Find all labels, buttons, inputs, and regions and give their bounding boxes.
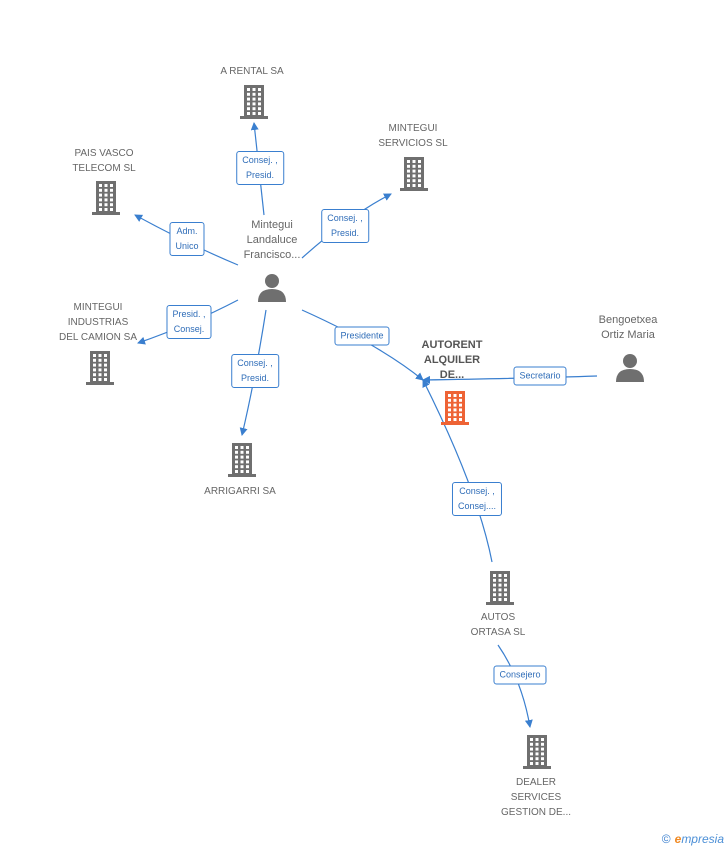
building-icon[interactable] (523, 735, 551, 769)
node-label-line: ORTASA SL (470, 627, 526, 638)
node-label-line: DEALER (515, 777, 557, 788)
building-icon[interactable] (86, 351, 114, 385)
edge-label-line: Adm. (176, 226, 198, 236)
node-label-arental[interactable]: A RENTAL SA (220, 64, 283, 79)
edge-label-bengoetxea-autorent[interactable]: Secretario (513, 366, 567, 386)
edge-label-line: Presid. , (172, 309, 206, 319)
building-icon[interactable] (240, 85, 268, 119)
node-label-line: Ortiz Maria (601, 329, 655, 341)
edge-label-line: Presid. (240, 373, 269, 383)
node-label-line: Landaluce (246, 234, 298, 246)
edge-label-line: Presidente (340, 330, 384, 341)
node-label-line: A RENTAL SA (220, 66, 284, 77)
node-label-autos-ortasa[interactable]: AUTOS ORTASA SL (471, 610, 526, 640)
node-label-line: Mintegui (251, 219, 293, 231)
edge-label-line: Consej. , (327, 213, 363, 223)
edge-label-line: Consej. (173, 324, 205, 334)
edge-label-line: Consej.... (457, 501, 497, 511)
nodes-layer (86, 85, 644, 769)
node-label-line: INDUSTRIAS (67, 317, 129, 328)
node-label-mintegui-serv[interactable]: MINTEGUI SERVICIOS SL (378, 121, 447, 151)
brand-initial: e (674, 832, 682, 846)
building-icon[interactable] (400, 157, 428, 191)
node-label-autorent[interactable]: AUTORENT ALQUILER DE... (422, 338, 483, 383)
edge-label-line: Secretario (519, 370, 561, 381)
node-label-dealer[interactable]: DEALER SERVICES GESTION DE... (501, 775, 571, 820)
edge-label-line: Presid. (330, 228, 359, 238)
edge-label-mintegui-person-mintegui-serv[interactable]: Consej. , Presid. (321, 209, 369, 243)
node-label-line: TELECOM SL (72, 163, 136, 174)
edge-label-line: Presid. (245, 170, 274, 180)
node-label-line: ALQUILER (423, 354, 481, 366)
building-icon[interactable] (441, 391, 469, 425)
copyright-symbol: © (661, 832, 671, 846)
edge-label-autos-ortasa-dealer[interactable]: Consejero (493, 665, 547, 685)
node-label-line: ARRIGARRI SA (204, 486, 276, 497)
node-label-line: SERVICIOS SL (378, 138, 448, 149)
node-label-line: DEL CAMION SA (59, 332, 137, 343)
node-label-line: PAIS VASCO (74, 148, 134, 159)
node-label-line: SERVICES (510, 792, 562, 803)
person-icon[interactable] (258, 274, 286, 302)
edge-label-line: Consej. , (242, 155, 278, 165)
building-icon[interactable] (486, 571, 514, 605)
node-label-line: GESTION DE... (500, 807, 572, 818)
edge-label-mintegui-person-autorent[interactable]: Presidente (334, 326, 390, 346)
node-label-line: AUTOS (480, 612, 516, 623)
node-label-mintegui-ind[interactable]: MINTEGUI INDUSTRIAS DEL CAMION SA (59, 300, 137, 345)
edge-label-mintegui-person-pais-vasco[interactable]: Adm. Unico (169, 222, 205, 256)
node-label-arrigarri[interactable]: ARRIGARRI SA (204, 484, 276, 499)
edge-label-line: Consej. , (459, 486, 495, 496)
edge-label-autos-ortasa-autorent[interactable]: Consej. , Consej.... (451, 482, 503, 516)
node-label-line: AUTORENT (421, 339, 483, 351)
edge-label-mintegui-person-mintegui-ind[interactable]: Presid. , Consej. (166, 305, 212, 339)
building-icon[interactable] (92, 181, 120, 215)
node-label-line: MINTEGUI (73, 302, 123, 313)
edge-label-line: Unico (175, 241, 199, 251)
edge-label-line: Consej. , (237, 358, 273, 368)
node-label-line: DE... (439, 369, 465, 381)
node-label-pais-vasco[interactable]: PAIS VASCO TELECOM SL (72, 146, 135, 176)
edge-label-mintegui-person-arental[interactable]: Consej. , Presid. (236, 151, 284, 185)
node-label-line: Bengoetxea (598, 314, 658, 326)
node-label-line: MINTEGUI (388, 123, 438, 134)
edge-label-mintegui-person-arrigarri[interactable]: Consej. , Presid. (231, 354, 279, 388)
edge-line (497, 644, 533, 728)
person-icon[interactable] (616, 354, 644, 382)
building-icon[interactable] (228, 443, 256, 477)
empresia-watermark[interactable]: ©empresia (662, 832, 724, 846)
edge-line (422, 379, 493, 563)
brand-name: mpresia (681, 832, 724, 846)
edge-label-line: Consejero (499, 669, 541, 680)
node-label-line: Francisco... (243, 249, 301, 261)
